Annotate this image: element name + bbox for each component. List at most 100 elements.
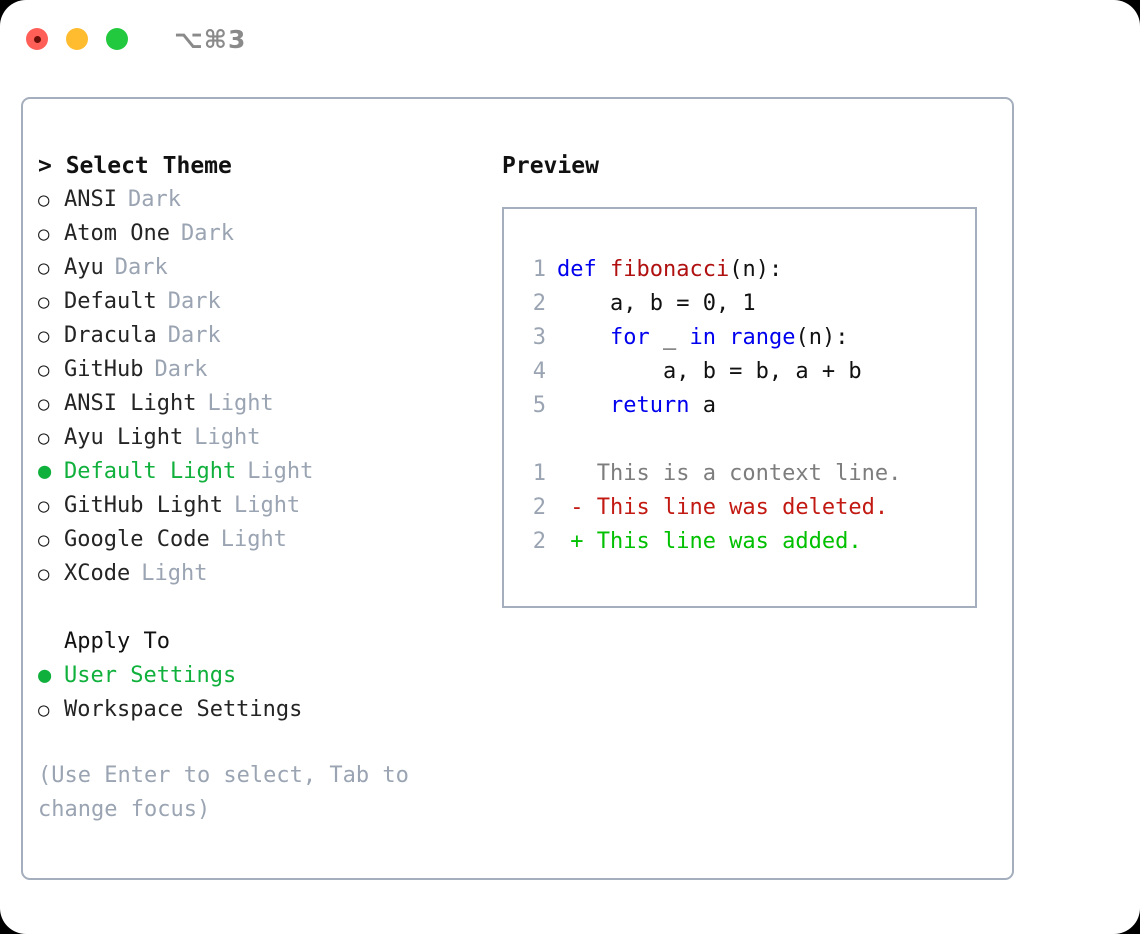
theme-category-label: Light bbox=[141, 561, 208, 586]
line-number: 2 bbox=[532, 529, 546, 554]
code-line-content: a, b = b, a + b bbox=[557, 355, 862, 389]
code-token: range bbox=[729, 325, 796, 350]
apply-to-list[interactable]: ●User Settings ○ Workspace Settings bbox=[38, 659, 478, 727]
apply-to-label: Workspace Settings bbox=[64, 697, 303, 722]
theme-name-label: Default Light bbox=[64, 459, 237, 484]
code-line-content: def fibonacci(n): bbox=[557, 253, 782, 287]
code-token: This is a context line. bbox=[557, 461, 902, 486]
window-controls bbox=[26, 28, 128, 50]
code-line: 5 return a bbox=[516, 389, 901, 423]
code-line-content: a, b = 0, 1 bbox=[557, 287, 756, 321]
code-token: for bbox=[609, 325, 650, 350]
theme-name-label: GitHub Light bbox=[64, 493, 223, 518]
theme-list-item[interactable]: ○ GitHub Dark bbox=[38, 353, 478, 387]
apply-to-heading: Apply To bbox=[64, 629, 170, 654]
theme-name-label: Google Code bbox=[64, 527, 210, 552]
theme-name-label: Ayu bbox=[64, 255, 104, 280]
theme-category-label: Dark bbox=[154, 357, 208, 382]
apply-to-option[interactable]: ○ Workspace Settings bbox=[38, 693, 478, 727]
theme-category-label: Dark bbox=[167, 289, 221, 314]
preview-heading: Preview bbox=[502, 153, 599, 179]
theme-name-label: Atom One bbox=[64, 221, 170, 246]
radio-unselected-icon[interactable]: ○ bbox=[38, 189, 50, 211]
page-title: > Select Theme bbox=[38, 153, 232, 179]
theme-name-label: GitHub bbox=[64, 357, 144, 382]
radio-unselected-icon[interactable]: ○ bbox=[38, 223, 50, 245]
maximize-button-icon[interactable] bbox=[106, 28, 128, 50]
keyboard-shortcut-label: ⌥⌘3 bbox=[174, 24, 247, 54]
theme-list-item[interactable]: ● Default Light Light bbox=[38, 455, 478, 489]
code-line: 1 def fibonacci(n): bbox=[516, 253, 901, 287]
theme-list-item[interactable]: ○ Atom One Dark bbox=[38, 217, 478, 251]
radio-unselected-icon[interactable]: ○ bbox=[38, 393, 50, 415]
apply-to-option[interactable]: ●User Settings bbox=[38, 659, 478, 693]
code-token: + This line was added. bbox=[557, 529, 862, 554]
radio-selected-icon[interactable]: ● bbox=[38, 663, 52, 688]
diff-line: 1 This is a context line. bbox=[516, 457, 902, 491]
minimize-button-icon[interactable] bbox=[66, 28, 88, 50]
radio-unselected-icon[interactable]: ○ bbox=[38, 291, 50, 313]
code-line-content: - This line was deleted. bbox=[557, 491, 888, 525]
theme-category-label: Light bbox=[194, 425, 261, 450]
diff-line: 2 + This line was added. bbox=[516, 525, 901, 559]
theme-list-item[interactable]: ○ Dracula Dark bbox=[38, 319, 478, 353]
radio-unselected-icon[interactable]: ○ bbox=[38, 699, 50, 721]
theme-name-label: ANSI bbox=[64, 187, 117, 212]
code-token: _ bbox=[649, 325, 690, 350]
code-line: 3 for _ in range(n): bbox=[516, 321, 901, 355]
code-token: fibonacci bbox=[609, 257, 730, 282]
keyboard-hint-text: (Use Enter to select, Tab to change focu… bbox=[38, 763, 409, 822]
radio-unselected-icon[interactable]: ○ bbox=[38, 257, 50, 279]
line-number: 5 bbox=[532, 393, 546, 418]
theme-list-item[interactable]: ○ ANSI Dark bbox=[38, 183, 478, 217]
theme-category-label: Dark bbox=[167, 323, 221, 348]
radio-unselected-icon[interactable]: ○ bbox=[38, 563, 50, 585]
theme-category-label: Light bbox=[247, 459, 314, 484]
code-token: return bbox=[609, 393, 690, 418]
code-blank-line bbox=[516, 423, 901, 457]
theme-name-label: Dracula bbox=[64, 323, 157, 348]
theme-list-item[interactable]: ○ Ayu Dark bbox=[38, 251, 478, 285]
code-token bbox=[557, 325, 610, 350]
diff-line: 2 - This line was deleted. bbox=[516, 491, 901, 525]
line-number: 2 bbox=[532, 291, 546, 316]
theme-name-label: Ayu Light bbox=[64, 425, 184, 450]
radio-unselected-icon[interactable]: ○ bbox=[38, 427, 50, 449]
code-line-content: for _ in range(n): bbox=[557, 321, 848, 355]
theme-category-label: Dark bbox=[180, 221, 234, 246]
theme-category-label: Light bbox=[207, 391, 274, 416]
section-spacer bbox=[38, 591, 478, 625]
radio-unselected-icon[interactable]: ○ bbox=[38, 359, 50, 381]
line-number: 1 bbox=[532, 461, 546, 486]
theme-list-item[interactable]: ○ Ayu Light Light bbox=[38, 421, 478, 455]
line-number: 3 bbox=[532, 325, 546, 350]
radio-unselected-icon[interactable]: ○ bbox=[38, 495, 50, 517]
theme-category-label: Light bbox=[233, 493, 301, 518]
radio-unselected-icon[interactable]: ○ bbox=[38, 529, 50, 551]
code-token bbox=[557, 393, 610, 418]
theme-list-item[interactable]: ○ GitHub Light Light bbox=[38, 489, 478, 523]
line-number: 2 bbox=[532, 495, 546, 520]
radio-selected-icon[interactable]: ● bbox=[38, 459, 52, 484]
radio-unselected-icon[interactable]: ○ bbox=[38, 325, 50, 347]
code-line: 2 a, b = 0, 1 bbox=[516, 287, 901, 321]
code-token: in bbox=[689, 325, 716, 350]
title-bar: ⌥⌘3 bbox=[0, 0, 1140, 78]
line-number: 1 bbox=[532, 257, 546, 282]
theme-category-label: Light bbox=[220, 527, 287, 552]
theme-list-item[interactable]: ○ Google Code Light bbox=[38, 523, 478, 557]
code-token: - This line was deleted. bbox=[557, 495, 889, 520]
code-token: a bbox=[689, 393, 716, 418]
close-button-icon[interactable] bbox=[26, 28, 48, 50]
theme-category-label: Dark bbox=[114, 255, 168, 280]
theme-category-label: Dark bbox=[127, 187, 181, 212]
